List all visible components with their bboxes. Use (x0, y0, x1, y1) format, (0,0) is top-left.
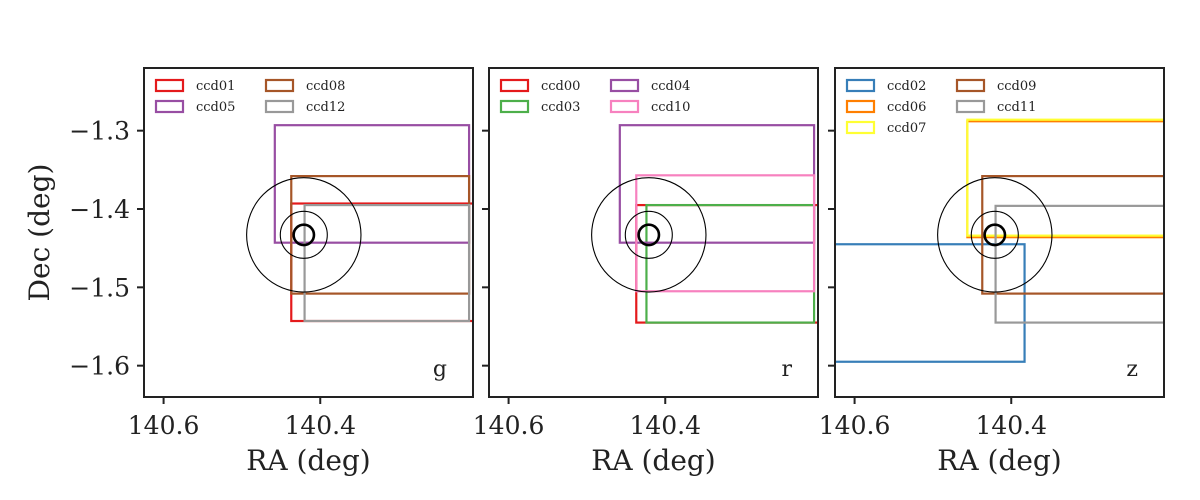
legend-swatch-ccd04 (609, 78, 640, 93)
footprint-ccd11 (994, 204, 1164, 324)
footprint-ccd09 (981, 175, 1164, 295)
footprint-ccd02 (835, 243, 1026, 363)
x-tick-label: 140.4 (975, 411, 1047, 440)
plot-area (246, 124, 473, 323)
band-label: r (781, 357, 792, 382)
legend-swatch-ccd08 (264, 78, 295, 93)
legend-label-ccd00: ccd00 (541, 79, 580, 94)
x-tick-label: 140.6 (473, 411, 545, 440)
circle-2 (983, 223, 1007, 247)
x-axis-title: RA (deg) (246, 444, 370, 477)
footprint-ccd07 (966, 118, 1164, 237)
footprint-ccd08 (290, 175, 471, 295)
legend-swatch-ccd06 (845, 99, 876, 114)
footprint-ccd06 (966, 120, 1164, 239)
y-axis-title: Dec (deg) (23, 164, 56, 302)
footprint-ccd12 (303, 203, 471, 323)
circle-0 (591, 177, 707, 293)
legend-swatch-ccd12 (264, 99, 295, 114)
plot-area (835, 118, 1164, 363)
legend-label-ccd07: ccd07 (887, 121, 926, 136)
legend-label-ccd03: ccd03 (541, 100, 580, 115)
x-axis-title: RA (deg) (937, 444, 1061, 477)
legend-swatch-ccd09 (955, 78, 986, 93)
legend-label-ccd11: ccd11 (997, 100, 1036, 115)
circle-2 (292, 223, 316, 247)
circle-0 (246, 177, 362, 293)
y-tick-label: −1.3 (69, 117, 130, 146)
legend: ccd00 ccd03 ccd04 ccd10 (499, 78, 690, 115)
panel-g: 140.6 140.4 −1.3 −1.4 −1.5 −1.6 RA (deg) Dec (d… (23, 67, 474, 477)
legend: ccd01 ccd05 ccd08 ccd12 (154, 78, 345, 115)
axes-frame (143, 67, 474, 398)
legend: ccd02 ccd06 ccd07 ccd09 ccd11 (845, 78, 1036, 136)
y-tick-label: −1.4 (69, 195, 130, 224)
legend-swatch-ccd05 (154, 99, 185, 114)
legend-swatch-ccd01 (154, 78, 185, 93)
legend-label-ccd06: ccd06 (887, 100, 926, 115)
legend-swatch-ccd11 (955, 99, 986, 114)
plot-area (591, 124, 818, 324)
x-tick-label: 140.6 (128, 411, 200, 440)
circle-1 (279, 210, 328, 259)
x-tick-label: 140.6 (819, 411, 891, 440)
legend-label-ccd12: ccd12 (306, 100, 345, 115)
circle-1 (970, 210, 1019, 259)
legend-label-ccd05: ccd05 (196, 100, 235, 115)
legend-label-ccd04: ccd04 (651, 79, 690, 94)
x-tick-label: 140.4 (284, 411, 356, 440)
footprint-ccd03 (645, 203, 816, 324)
legend-label-ccd08: ccd08 (306, 79, 345, 94)
legend-label-ccd02: ccd02 (887, 79, 926, 94)
legend-swatch-ccd07 (845, 120, 876, 135)
legend-swatch-ccd10 (609, 99, 640, 114)
footprint-ccd10 (635, 174, 816, 293)
y-tick-label: −1.5 (69, 273, 130, 302)
legend-label-ccd09: ccd09 (997, 79, 1036, 94)
axes-frame (488, 67, 819, 398)
legend-swatch-ccd00 (499, 78, 530, 93)
circle-2 (637, 223, 661, 247)
panel-r: 140.6 140.4 RA (deg) r ccd00 ccd03 ccd04 ccd10 (473, 67, 819, 477)
circle-1 (624, 210, 673, 259)
axes-frame (834, 67, 1165, 398)
footprint-ccd00 (635, 203, 818, 324)
circle-0 (937, 177, 1053, 293)
x-axis-title: RA (deg) (591, 444, 715, 477)
legend-swatch-ccd03 (499, 99, 530, 114)
legend-swatch-ccd02 (845, 78, 876, 93)
band-label: g (433, 357, 447, 382)
footprint-ccd01 (290, 202, 473, 323)
band-label: z (1126, 357, 1138, 382)
legend-label-ccd01: ccd01 (196, 79, 235, 94)
x-tick-label: 140.4 (629, 411, 701, 440)
legend-label-ccd10: ccd10 (651, 100, 690, 115)
y-tick-label: −1.6 (69, 352, 130, 381)
